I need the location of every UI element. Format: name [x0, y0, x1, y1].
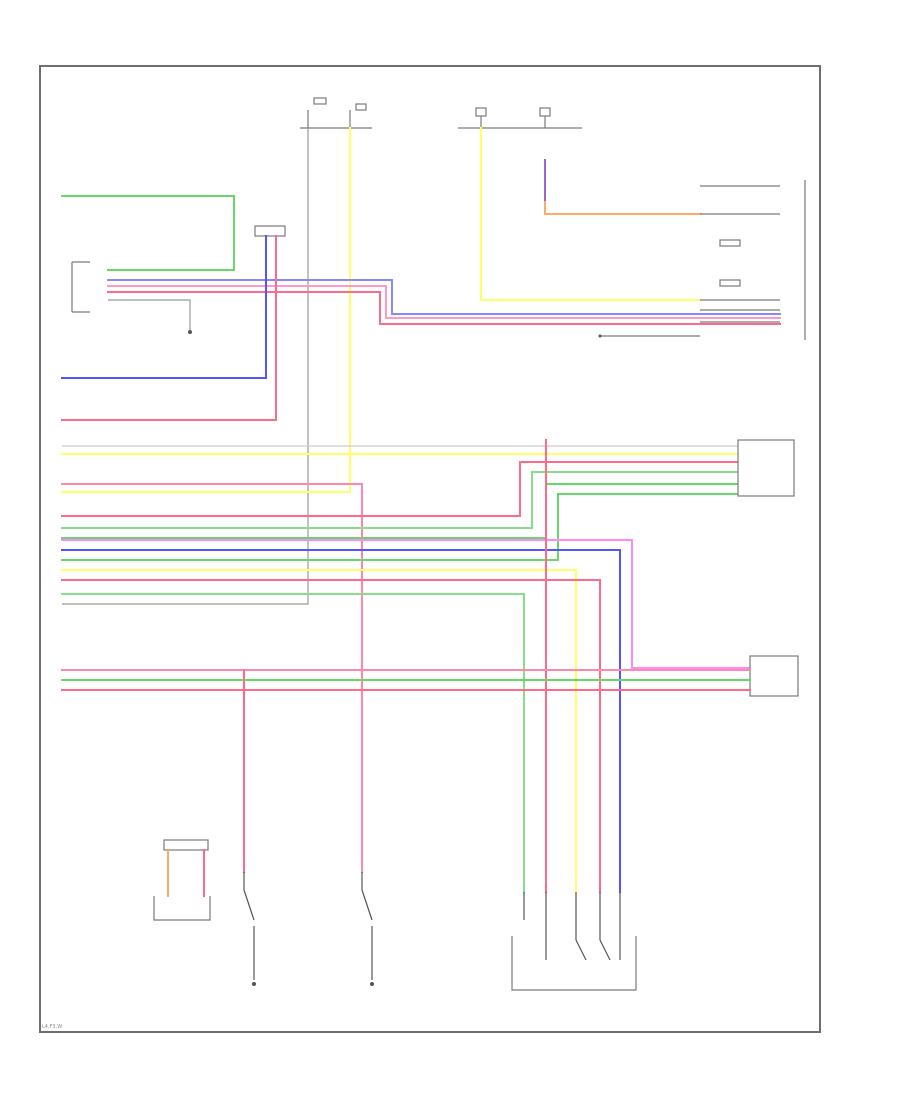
diagram-frame	[39, 65, 821, 1033]
switch-bottom-mid	[361, 872, 374, 986]
wire-gray-short	[108, 299, 191, 330]
module-top-right	[700, 180, 806, 340]
switch-bottom-right-group	[511, 892, 637, 991]
wire-red-down	[61, 235, 277, 421]
wire-red-bottom	[61, 579, 601, 893]
switch-bottom-left	[243, 872, 256, 986]
connector-left-upper	[71, 261, 90, 313]
ground-symbol-top-right	[598, 334, 700, 338]
wire-green-loop	[61, 195, 235, 271]
wire-gray-main	[62, 128, 309, 605]
switch-bottom-left-small	[153, 839, 211, 921]
wire-red-upper	[107, 291, 781, 325]
wire-blue-upper	[107, 279, 781, 315]
wire-green-bottom	[61, 593, 525, 893]
connector-small-mid	[254, 225, 286, 237]
wire-green-module-b-3	[61, 493, 739, 561]
wire-green-module-b	[61, 471, 739, 529]
wire-pink-upper	[107, 285, 781, 319]
wire-blue-long	[61, 549, 621, 893]
fuse-block-right	[458, 107, 582, 129]
ground-left-upper	[188, 330, 192, 334]
wire-yellow-bottom	[61, 569, 577, 893]
module-b	[737, 439, 795, 497]
wire-blue-down	[61, 235, 267, 379]
wire-pink-module-c	[61, 539, 751, 669]
wire-yellow-left-fuse	[61, 127, 351, 493]
wire-yellow-right-fuse	[480, 127, 701, 301]
module-c	[749, 655, 799, 697]
footer-code: L4,F3,W	[42, 1024, 62, 1030]
wire-red-module-b	[61, 461, 739, 517]
fuse-block-left	[300, 97, 372, 129]
wire-orange-right-fuse	[544, 159, 701, 215]
